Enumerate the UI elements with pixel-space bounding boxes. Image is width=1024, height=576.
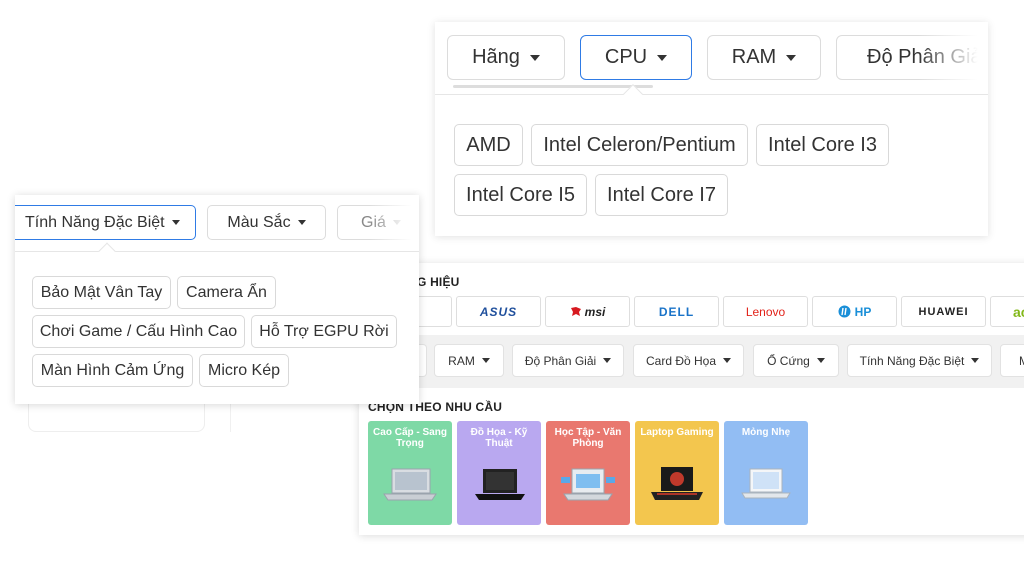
caret-down-icon <box>723 358 732 363</box>
filter-resolution[interactable]: Độ Phân Giải <box>512 344 624 377</box>
caret-down-icon <box>971 358 980 363</box>
need-card-label: Laptop Gaming <box>640 427 714 438</box>
need-card-gaming[interactable]: Laptop Gaming <box>635 421 719 525</box>
cpu-option-amd[interactable]: AMD <box>454 124 523 166</box>
filter-tab-ram[interactable]: RAM <box>707 35 821 80</box>
caret-down-icon <box>657 54 668 61</box>
filter-ram[interactable]: RAM <box>434 344 504 377</box>
feature-option-fingerprint[interactable]: Bảo Mật Vân Tay <box>32 276 171 309</box>
asus-logo: ASUS <box>479 304 518 319</box>
laptop-category-panel: G HIỆU ook ASUS msi DELL Lenovo HP HUAWE… <box>359 263 1024 535</box>
graphics-laptop-image <box>475 469 525 500</box>
cpu-option-core-i7[interactable]: Intel Core I7 <box>595 174 728 216</box>
dropdown-pointer <box>98 242 116 260</box>
filter-graphics-card[interactable]: Card Đồ Họa <box>633 344 744 377</box>
brand-huawei[interactable]: HUAWEI <box>901 296 986 327</box>
divider <box>15 251 419 252</box>
gaming-laptop-image <box>651 467 703 500</box>
option-label: Màn Hình Cảm Ứng <box>40 361 185 379</box>
feature-option-gaming[interactable]: Chơi Game / Cấu Hình Cao <box>32 315 245 348</box>
brand-section-title: G HIỆU <box>417 275 460 289</box>
background-divider <box>230 402 231 432</box>
need-card-label: Mỏng Nhẹ <box>741 427 791 438</box>
cpu-filter-panel: Hãng CPU RAM Độ Phân Giải AMD Intel Cele… <box>435 22 988 236</box>
filter-tab-color[interactable]: Màu Sắc <box>207 205 326 240</box>
caret-down-icon <box>816 358 825 363</box>
office-laptop-image <box>561 468 615 501</box>
option-label: Intel Celeron/Pentium <box>543 133 736 156</box>
acer-logo: ac <box>1013 303 1024 320</box>
feature-filter-panel: Tính Năng Đặc Biệt Màu Sắc Giá Bảo Mật V… <box>15 195 419 404</box>
brand-msi[interactable]: msi <box>545 296 630 327</box>
caret-down-icon <box>786 54 797 61</box>
filter-tab-label: Hãng <box>472 46 520 68</box>
cpu-option-celeron-pentium[interactable]: Intel Celeron/Pentium <box>531 124 748 166</box>
option-label: Intel Core I3 <box>768 133 877 156</box>
filter-label: M <box>1019 354 1024 368</box>
caret-down-icon <box>529 54 540 61</box>
need-card-graphics[interactable]: Đồ Họa - Kỹ Thuật <box>457 421 541 525</box>
filter-tab-label: Màu Sắc <box>227 213 291 231</box>
feature-option-hidden-camera[interactable]: Camera Ẩn <box>177 276 276 309</box>
filter-label: Tính Năng Đặc Biệt <box>859 353 965 368</box>
filter-tab-cpu[interactable]: CPU <box>580 35 692 80</box>
scroll-fade <box>369 203 419 243</box>
option-label: Chơi Game / Cấu Hình Cao <box>39 322 238 340</box>
need-card-label: Cao Cấp - Sang Trọng <box>373 427 447 449</box>
dell-logo: DELL <box>658 304 695 319</box>
caret-down-icon <box>171 220 180 225</box>
msi-dragon-icon <box>570 307 581 316</box>
feature-option-egpu[interactable]: Hỗ Trợ EGPU Rời <box>251 315 397 348</box>
need-card-thin-light[interactable]: Mỏng Nhẹ <box>724 421 808 525</box>
filter-label: Ổ Cứng <box>767 353 810 368</box>
filter-partial-m[interactable]: M <box>1000 344 1024 377</box>
hp-logo: HP <box>854 304 872 319</box>
brand-hp[interactable]: HP <box>812 296 897 327</box>
feature-option-touchscreen[interactable]: Màn Hình Cảm Ứng <box>32 354 193 387</box>
filter-storage[interactable]: Ổ Cứng <box>753 344 839 377</box>
option-label: Camera Ẩn <box>186 283 267 301</box>
filter-tab-label: CPU <box>604 46 648 68</box>
divider <box>435 94 988 95</box>
option-label: Hỗ Trợ EGPU Rời <box>259 322 389 340</box>
caret-down-icon <box>297 220 306 225</box>
need-card-office[interactable]: Học Tập - Văn Phòng <box>546 421 630 525</box>
filter-special-features[interactable]: Tính Năng Đặc Biệt <box>847 344 992 377</box>
need-card-premium[interactable]: Cao Cấp - Sang Trọng <box>368 421 452 525</box>
filter-tab-brand[interactable]: Hãng <box>447 35 565 80</box>
filter-label: RAM <box>448 353 475 368</box>
brand-acer[interactable]: ac <box>990 296 1024 327</box>
option-label: Micro Kép <box>207 361 281 379</box>
horizontal-scrollbar[interactable] <box>453 85 653 88</box>
msi-logo: msi <box>584 304 606 319</box>
filter-tab-label: RAM <box>731 46 777 68</box>
brand-lenovo[interactable]: Lenovo <box>723 296 808 327</box>
hp-circle-icon <box>838 305 851 318</box>
premium-laptop-image <box>383 468 437 501</box>
caret-down-icon <box>603 358 612 363</box>
brand-dell[interactable]: DELL <box>634 296 719 327</box>
brand-asus[interactable]: ASUS <box>456 296 541 327</box>
option-label: Intel Core I5 <box>466 183 575 206</box>
cpu-option-core-i5[interactable]: Intel Core I5 <box>454 174 587 216</box>
option-label: AMD <box>466 133 511 156</box>
filter-label: Độ Phân Giải <box>524 353 597 368</box>
thin-light-laptop-image <box>741 468 791 499</box>
filter-label: Card Đồ Họa <box>645 353 717 368</box>
option-label: Bảo Mật Vân Tay <box>40 283 163 301</box>
option-label: Intel Core I7 <box>607 183 716 206</box>
scroll-fade <box>918 32 988 84</box>
caret-down-icon <box>481 358 490 363</box>
filter-tab-special-features[interactable]: Tính Năng Đặc Biệt <box>15 205 196 240</box>
filter-tab-label: Tính Năng Đặc Biệt <box>25 213 165 231</box>
lenovo-logo: Lenovo <box>745 304 786 319</box>
need-card-label: Học Tập - Văn Phòng <box>554 427 622 449</box>
background-card-outline <box>28 402 205 432</box>
cpu-option-core-i3[interactable]: Intel Core I3 <box>756 124 889 166</box>
feature-option-dual-mic[interactable]: Micro Kép <box>199 354 289 387</box>
need-card-label: Đồ Họa - Kỹ Thuật <box>470 427 528 449</box>
huawei-logo: HUAWEI <box>918 305 969 318</box>
